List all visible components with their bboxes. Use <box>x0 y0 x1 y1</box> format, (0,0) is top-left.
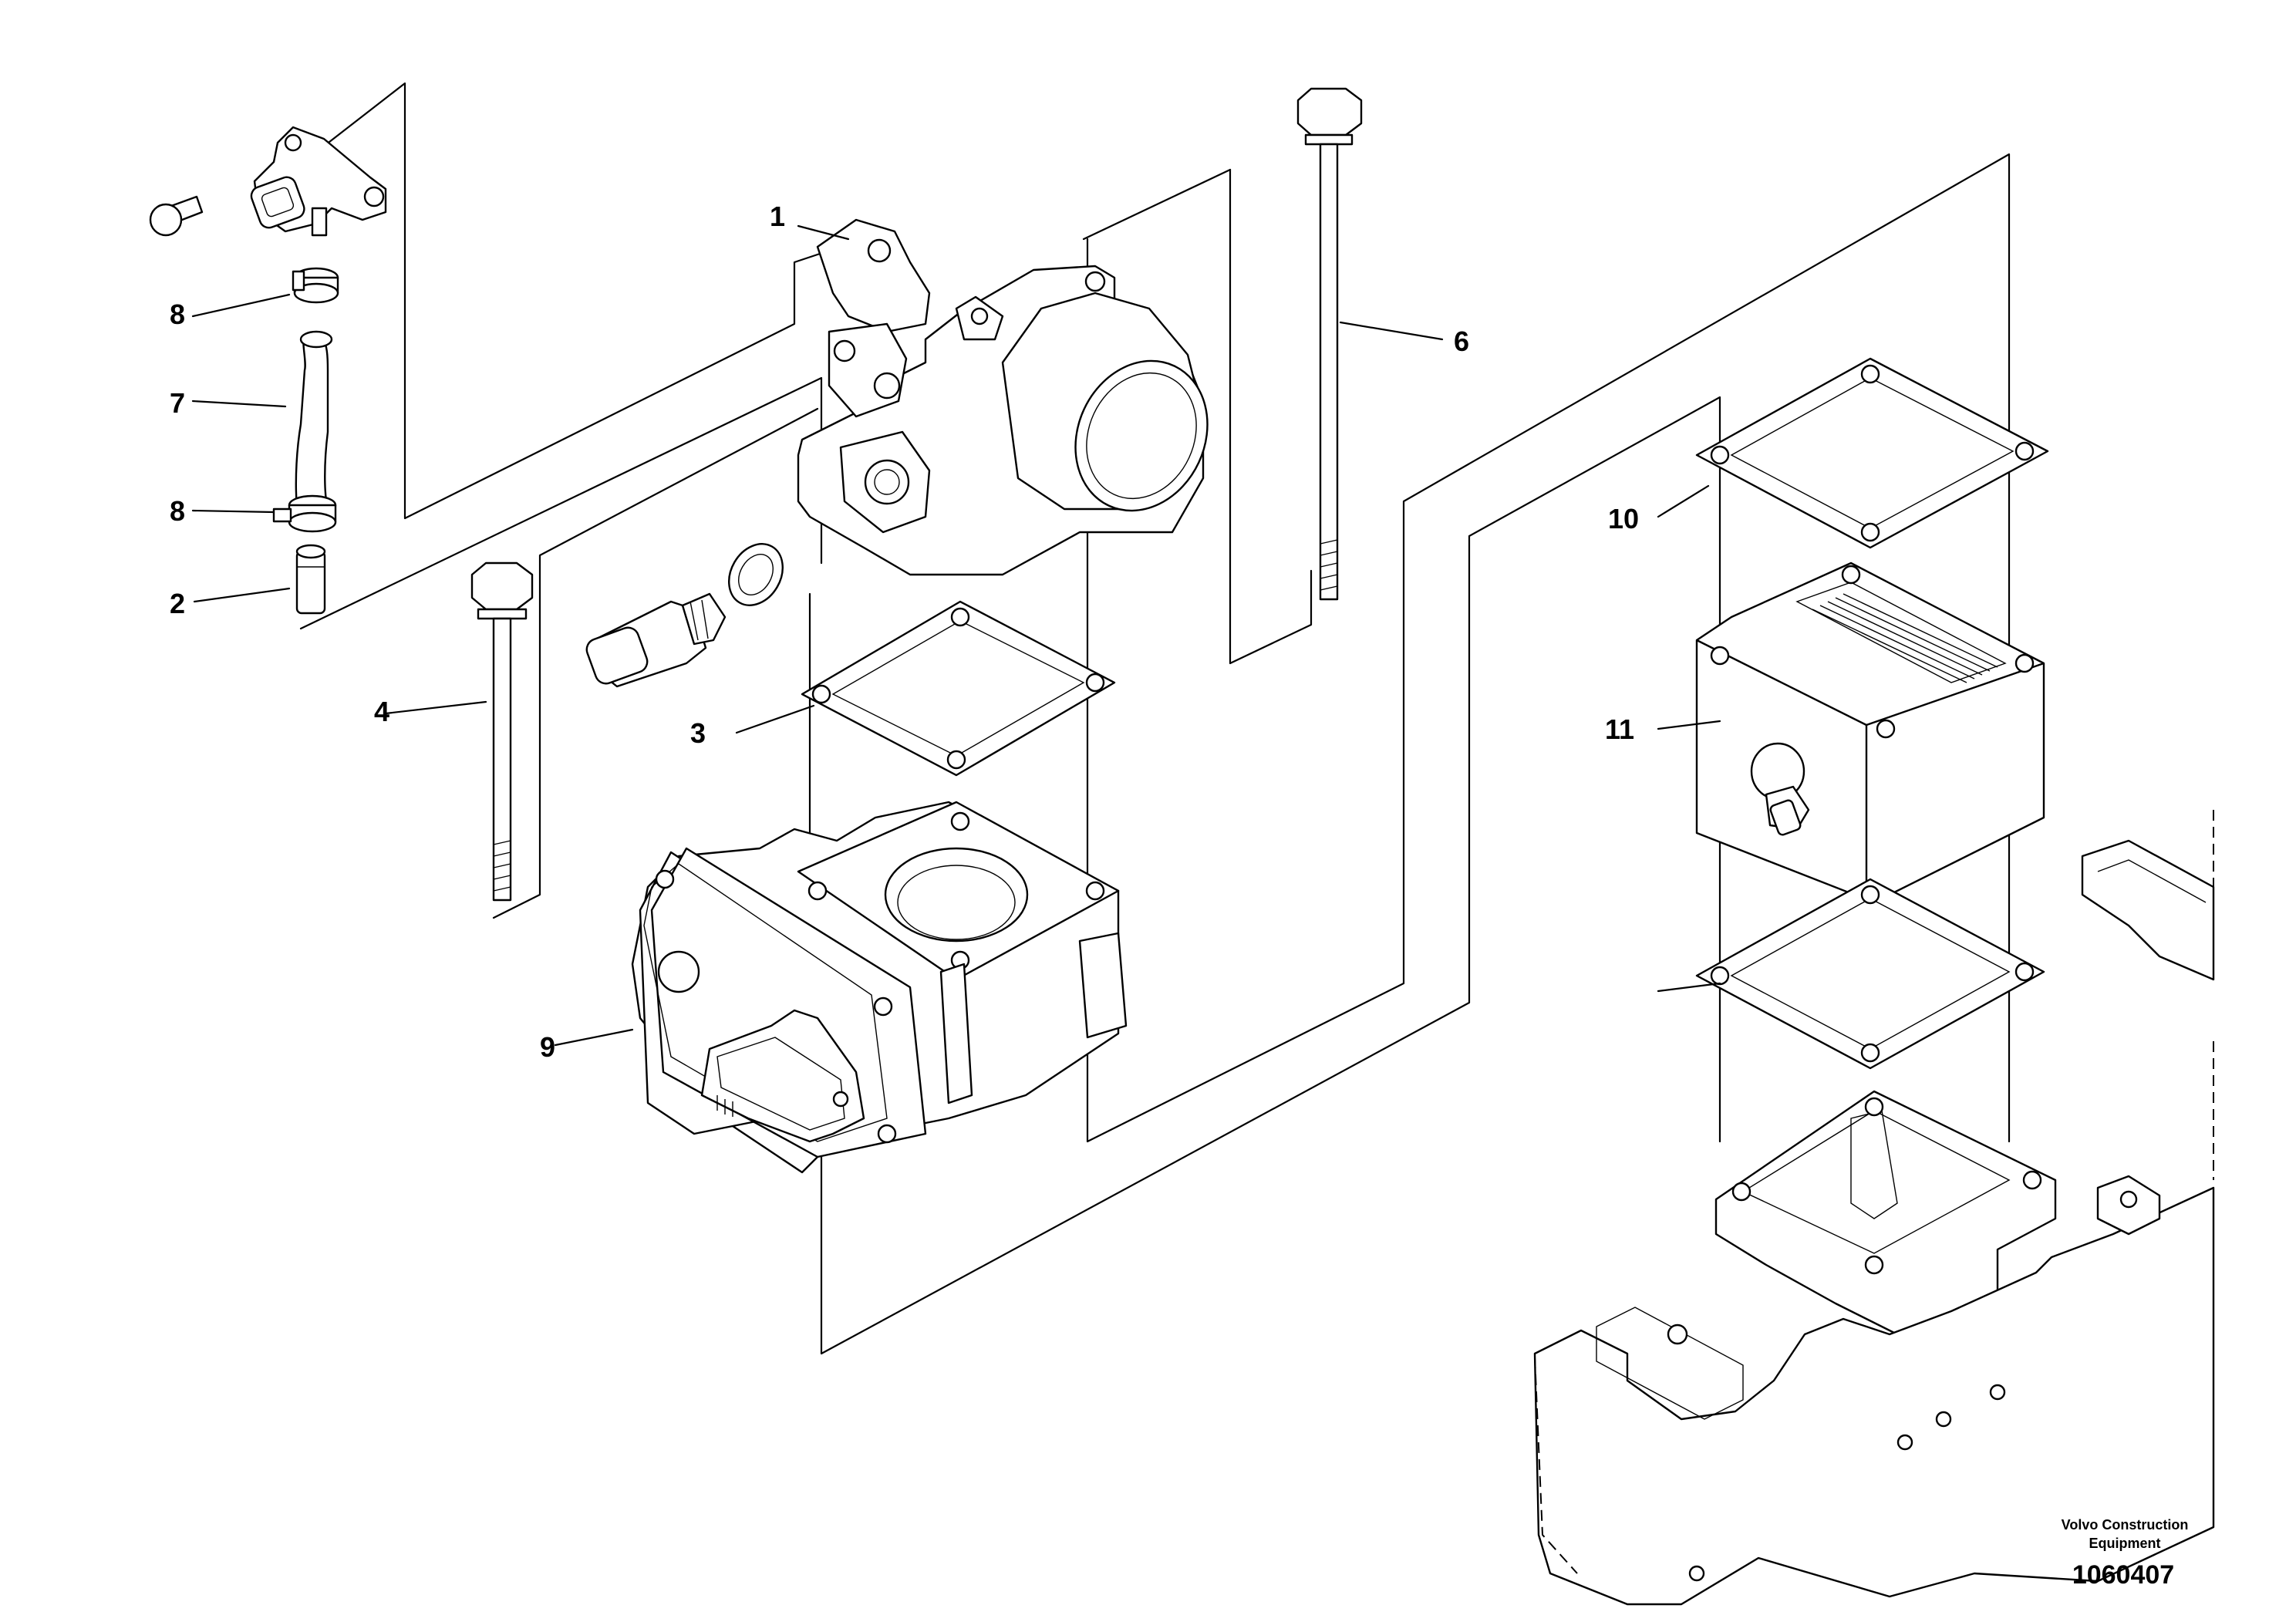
callout-7: 7 <box>170 387 185 419</box>
callout-2: 2 <box>170 588 185 619</box>
intake-manifold <box>1533 810 2215 1606</box>
callout-leaders <box>191 224 1721 1047</box>
egr-housing <box>797 218 1209 576</box>
nipple <box>295 544 326 615</box>
gasket-upper-right <box>1695 357 2049 549</box>
gasket-middle <box>801 600 1116 777</box>
reference-number: 1060407 <box>2072 1560 2174 1590</box>
cooler-block <box>1695 561 2045 904</box>
temperature-sensor <box>585 592 727 688</box>
credit-line-1: Volvo Construction <box>2062 1517 2189 1533</box>
callout-8-lower: 8 <box>170 495 185 527</box>
seal-ring <box>728 543 784 606</box>
callout-4: 4 <box>374 696 389 727</box>
pressure-sensor <box>149 126 387 237</box>
hose-clamp-upper <box>292 267 339 304</box>
hose <box>295 330 333 511</box>
callout-1: 1 <box>770 201 785 232</box>
callout-8-upper: 8 <box>170 298 185 330</box>
long-bolt-upper <box>1296 87 1363 601</box>
callout-10: 10 <box>1608 503 1639 534</box>
egr-actuator <box>631 801 1128 1174</box>
long-bolt-lower <box>470 561 534 902</box>
gasket-lower-right <box>1695 878 2045 1070</box>
callout-11: 11 <box>1605 713 1634 745</box>
callout-9: 9 <box>540 1031 555 1063</box>
callout-6: 6 <box>1454 325 1469 357</box>
callout-3: 3 <box>690 717 706 749</box>
hose-clamp-lower <box>272 494 337 533</box>
credit-line-2: Equipment <box>2089 1536 2161 1551</box>
